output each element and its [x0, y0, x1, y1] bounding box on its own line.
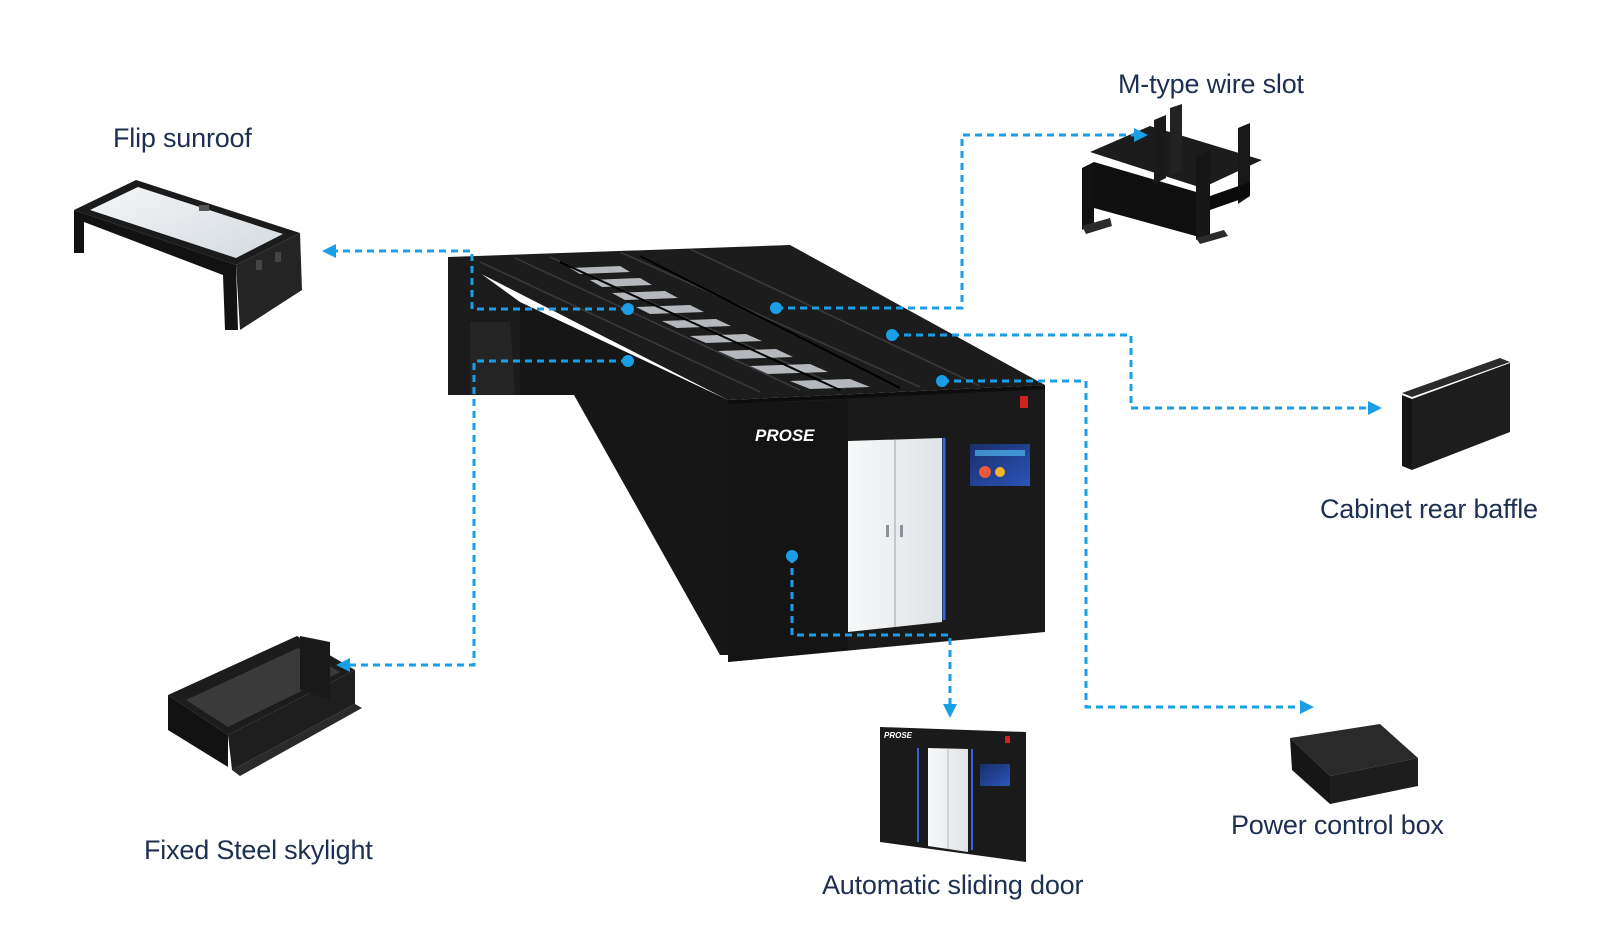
label-cabinet-rear-baffle: Cabinet rear baffle: [1320, 494, 1538, 524]
micro-module-datacenter-icon: PROSE: [448, 245, 1045, 662]
brand-logo: PROSE: [755, 426, 815, 445]
connector-lines: [322, 128, 1382, 718]
automatic-sliding-door-icon: PROSE: [880, 727, 1026, 862]
label-fixed-steel-skylight: Fixed Steel skylight: [144, 835, 373, 865]
fixed-steel-skylight-icon: [168, 636, 362, 776]
cabinet-rear-baffle-icon: [1402, 358, 1510, 470]
power-control-box-icon: [1290, 724, 1418, 804]
label-flip-sunroof: Flip sunroof: [113, 123, 252, 153]
door-brand-logo: PROSE: [884, 731, 913, 740]
label-power-control-box: Power control box: [1231, 810, 1444, 840]
flip-sunroof-icon: [74, 180, 302, 330]
m-type-wire-slot-icon: [1082, 104, 1262, 244]
label-m-type-wire-slot: M-type wire slot: [1118, 69, 1304, 99]
label-automatic-sliding-door: Automatic sliding door: [822, 870, 1084, 900]
